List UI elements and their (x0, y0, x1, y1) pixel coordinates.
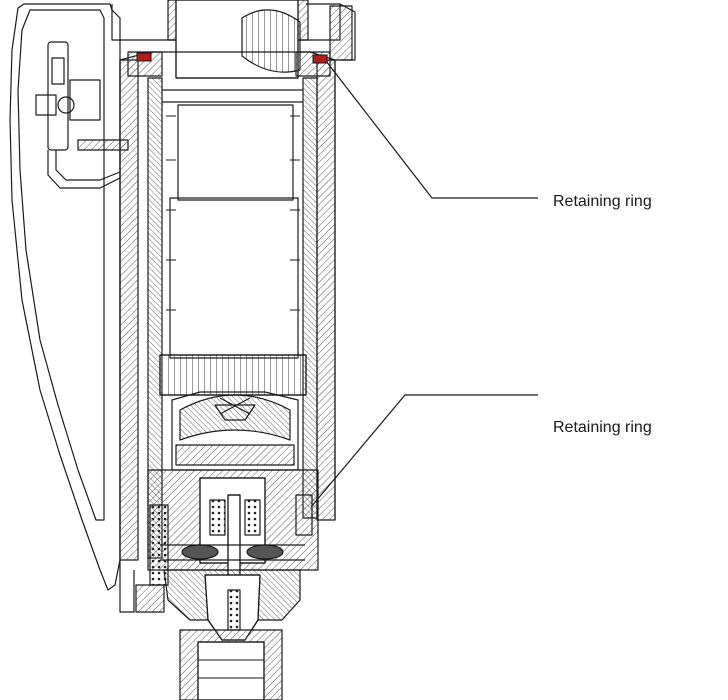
leader-line-bottom (310, 394, 538, 508)
retaining-ring-left (136, 52, 152, 62)
callout-label-bottom: Retaining ring (553, 419, 652, 436)
top-cap (111, 0, 356, 79)
trigger-valve (35, 41, 129, 189)
center-shaft (147, 469, 319, 586)
side-handle (9, 3, 135, 613)
bottom-nozzle (135, 569, 301, 700)
leader-line-top (325, 60, 538, 199)
retaining-rings (136, 52, 328, 64)
outer-housing (119, 51, 336, 561)
inner-cylinder (147, 77, 318, 559)
rotor-section (171, 391, 299, 471)
motor-body (159, 104, 307, 396)
retaining-ring-right (312, 54, 328, 64)
callout-label-top: Retaining ring (553, 193, 652, 210)
